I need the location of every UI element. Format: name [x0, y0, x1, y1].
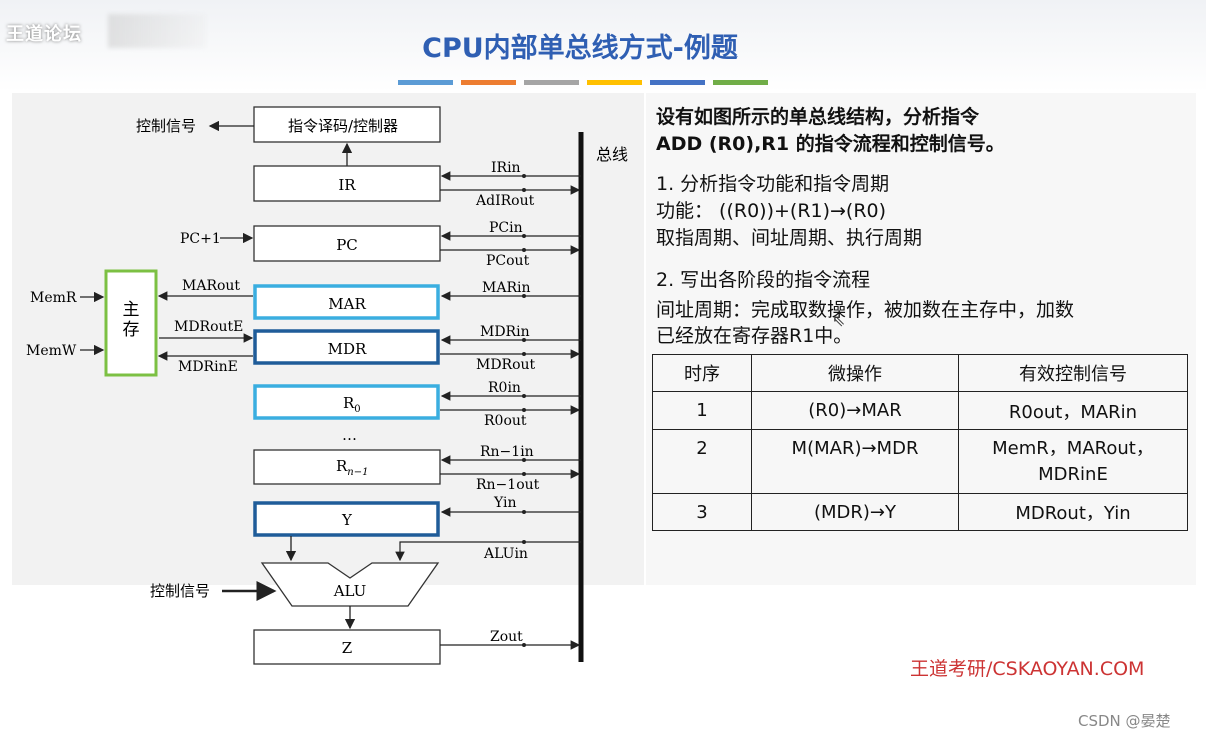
question-line-2: ADD (R0),R1 的指令流程和控制信号。	[656, 133, 1005, 155]
table-row: 3 (MDR)→Y MDRout，Yin	[652, 493, 1188, 531]
z-out-label: Zout	[490, 629, 523, 645]
csdn-credit: CSDN @晏楚	[1078, 712, 1171, 730]
bus-diagram-panel	[12, 93, 644, 585]
color-bar	[650, 80, 705, 85]
step2-indirect-line1: 间址周期：完成取数操作，被加数在主存中，加数	[656, 299, 1075, 321]
table-header-row: 时序 微操作 有效控制信号	[652, 354, 1188, 392]
step2-heading: 2. 写出各阶段的指令流程	[656, 269, 871, 291]
step1-heading: 1. 分析指令功能和指令周期	[656, 173, 890, 195]
color-bar	[524, 80, 579, 85]
brand-watermark: 王道考研/CSKAOYAN.COM	[910, 658, 1145, 680]
z-out-dot	[522, 643, 526, 647]
cell-micro-op: (R0)→MAR	[751, 391, 959, 430]
col-header-signals: 有效控制信号	[958, 354, 1188, 392]
color-bar	[398, 80, 453, 85]
z-label: Z	[342, 639, 352, 657]
cell-micro-op: (MDR)→Y	[751, 493, 959, 531]
forum-watermark: 王道论坛	[6, 24, 82, 45]
slide-title: CPU内部单总线方式-例题	[422, 33, 738, 64]
z-box	[253, 629, 441, 665]
cell-timing: 1	[652, 391, 752, 430]
step2-indirect-line2: 已经放在寄存器R1中。	[656, 325, 853, 347]
question-line-1: 设有如图所示的单总线结构，分析指令	[656, 106, 980, 128]
cell-signals: MDRout，Yin	[958, 493, 1188, 531]
question-text: 设有如图所示的单总线结构，分析指令 ADD (R0),R1 的指令流程和控制信号…	[656, 104, 1005, 158]
color-bar	[587, 80, 642, 85]
table-row: 1 (R0)→MAR R0out，MARin	[652, 391, 1188, 430]
mouse-cursor-icon: ⇖	[832, 311, 846, 330]
step1-function: 功能： ((R0))+(R1)→(R0)	[656, 200, 887, 222]
cell-signals: MemR，MARout，MDRinE	[958, 429, 1188, 494]
color-bar	[713, 80, 768, 85]
cell-timing: 3	[652, 493, 752, 531]
cell-micro-op: M(MAR)→MDR	[751, 429, 959, 494]
col-header-micro-op: 微操作	[751, 354, 959, 392]
cell-signals: R0out，MARin	[958, 391, 1188, 430]
cell-timing: 2	[652, 429, 752, 494]
step1-cycles: 取指周期、间址周期、执行周期	[656, 227, 923, 249]
color-bar	[461, 80, 516, 85]
table-row: 2 M(MAR)→MDR MemR，MARout，MDRinE	[652, 429, 1188, 494]
watermark-blur	[108, 14, 206, 48]
title-color-bars	[398, 80, 768, 85]
col-header-timing: 时序	[652, 354, 752, 392]
micro-op-table: 时序 微操作 有效控制信号 1 (R0)→MAR R0out，MARin 2 M…	[652, 354, 1188, 531]
